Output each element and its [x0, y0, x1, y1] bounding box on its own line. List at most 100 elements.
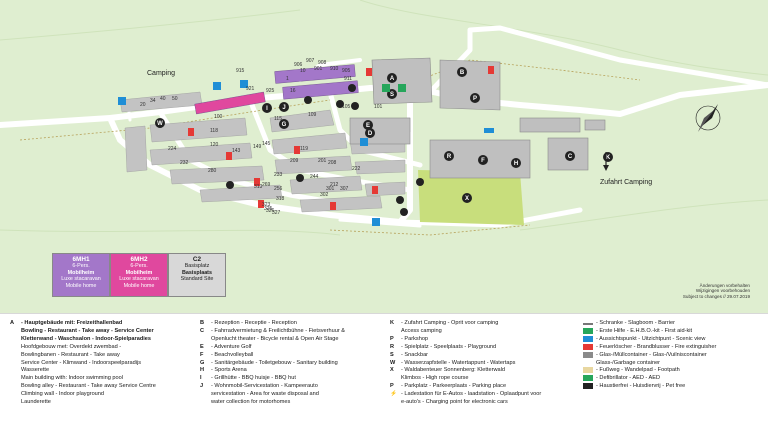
legend-text: Main building with: Indoor swimming pool	[21, 375, 123, 382]
legend-key	[200, 336, 211, 344]
svg-text:H: H	[514, 161, 518, 167]
pitch-number: 100	[214, 114, 223, 120]
legend-key: S	[390, 351, 394, 358]
firstaid-icon	[582, 327, 596, 335]
pitch-number: 1	[286, 76, 289, 82]
legend-text: - Parkshop	[401, 335, 429, 342]
legend-text: - Fußweg - Wandelpad - Footpath	[596, 367, 680, 374]
aed-icon	[398, 84, 406, 92]
legend-key: P	[390, 335, 394, 342]
legend-key: X	[390, 367, 394, 374]
svg-text:C: C	[568, 154, 573, 160]
pitch-number: 318	[276, 196, 285, 202]
building-b-marker[interactable]: B	[457, 67, 467, 77]
pitch-number: 280	[208, 168, 217, 174]
legend-text: - Schranke - Slagboom - Barrier	[596, 320, 675, 326]
map-legend: A - Hauptgebäude mit: Freizeithallenbad B…	[0, 313, 768, 441]
svg-text:F: F	[481, 158, 485, 164]
legend-text: Bowling alley - Restaurant - Take away S…	[21, 383, 156, 390]
legend-key: P	[390, 383, 394, 390]
building-c-marker[interactable]: C	[565, 151, 575, 161]
legend-key: G	[200, 359, 205, 366]
pitch-number: 16	[290, 88, 296, 94]
building-p-marker[interactable]: P	[470, 93, 480, 103]
building-j-marker[interactable]: J	[279, 102, 289, 112]
pitch-number: 149	[253, 144, 262, 150]
pitch-number: 119	[300, 146, 308, 152]
legend-text: - Grillhütte - BBQ huisje - BBQ hut	[211, 375, 296, 382]
legend-text: - Defibrillator - AED - AED	[596, 375, 661, 382]
pitch-number: 40	[160, 96, 166, 102]
aed-icon	[582, 375, 596, 382]
climbing-forest-marker[interactable]: X	[462, 193, 472, 203]
pitch-number: 256	[274, 186, 283, 192]
pitch-number: 307	[340, 186, 349, 192]
building-i-marker[interactable]: I	[262, 103, 272, 113]
changes-note: Änderungen vorbehalten Wijzigingen voorb…	[682, 283, 750, 299]
legend-text: - Adventure Golf	[211, 343, 252, 350]
svg-text:J: J	[282, 105, 285, 111]
legend-text: - Hauptgebäude mit: Freizeithallenbad	[21, 320, 123, 326]
access-camping-label: Zufahrt Camping	[600, 179, 653, 186]
blank-icon	[582, 360, 596, 367]
legend-text: Hoofdgebouw met: Overdekt zwembad -	[21, 343, 122, 350]
legend-key: F	[200, 351, 204, 358]
building-d-marker[interactable]: D	[365, 128, 375, 138]
north-arrow-icon	[695, 104, 721, 132]
footpath-icon	[582, 367, 596, 374]
building-k-marker[interactable]: K	[603, 152, 613, 162]
building-g-marker[interactable]: G	[279, 119, 289, 129]
legend-key	[390, 399, 401, 407]
legend-key	[200, 391, 211, 399]
legend-box-6mh1: 6MH1 6-Pers. Mobilheim Luxe stacaravan M…	[52, 253, 110, 297]
pitch-number: 224	[168, 146, 177, 152]
pitch-number: 323	[262, 202, 271, 208]
pitch-number: 921	[246, 86, 255, 92]
campsite-map: A B C D E F G H I J K P R S W X	[0, 0, 768, 313]
building-h-marker[interactable]: H	[511, 158, 521, 168]
legend-text: water collection for motorhomes	[211, 399, 291, 406]
svg-text:X: X	[465, 196, 469, 202]
legend-key: H	[200, 367, 205, 374]
pitch-number: 143	[232, 148, 241, 154]
water-tap-marker[interactable]: W	[155, 118, 165, 128]
pitch-number: 269	[262, 182, 271, 188]
svg-text:D: D	[368, 131, 373, 137]
pitch-number: 911	[344, 76, 352, 82]
legend-text: servicestation - Area for waste disposal…	[211, 391, 319, 398]
legend-key: R	[390, 343, 395, 350]
pitch-number: 20	[140, 102, 146, 108]
legend-text: - Sports Arena	[211, 367, 247, 374]
legend-box-c2: C2 Basisplatz Basisplaats Standard Site	[168, 253, 226, 297]
legend-text: - Haustierfrei - Huisdiervrij - Pet free	[596, 383, 686, 390]
pitch-number: 301	[326, 186, 335, 192]
building-a-marker[interactable]: A	[387, 73, 397, 83]
pitch-number: 326	[266, 208, 275, 214]
pitch-number: 302	[320, 192, 329, 198]
legend-text: Bowlingbanen - Restaurant - Take away	[21, 351, 120, 358]
svg-text:P: P	[473, 96, 477, 102]
legend-text: Access camping	[401, 327, 442, 334]
legend-text: - Beachvolleyball	[211, 351, 254, 358]
legend-key: I	[200, 375, 202, 382]
pitch-number: 906	[294, 62, 303, 68]
legend-text: e-auto's - Charging point for electronic…	[401, 399, 508, 406]
legend-text: - Wohnmobil-Servicestation - Kampeerauto	[211, 383, 318, 390]
building-f-marker[interactable]: F	[478, 155, 488, 165]
legend-text: - Snackbar	[401, 351, 429, 358]
legend-text: Klimbos - High rope course	[401, 375, 469, 382]
pitch-number: 201	[318, 158, 327, 164]
parking-icon	[118, 80, 380, 226]
svg-text:R: R	[447, 154, 452, 160]
legend-key: A	[10, 320, 15, 326]
pitch-number: 10	[300, 68, 306, 74]
building-r-marker[interactable]: R	[444, 151, 454, 161]
pitch-number: 910	[330, 66, 339, 72]
legend-text: - Parkplatz - Parkeerplaats - Parking pl…	[401, 383, 507, 390]
pitch-number: 115	[274, 116, 282, 122]
scenic-icon	[582, 335, 596, 343]
legend-key: C	[200, 327, 205, 334]
building-e-marker[interactable]: E	[363, 120, 373, 130]
legend-text: - Waldabenteuer Sonnenberg: Kletterwald	[401, 367, 505, 374]
svg-text:K: K	[606, 155, 611, 161]
